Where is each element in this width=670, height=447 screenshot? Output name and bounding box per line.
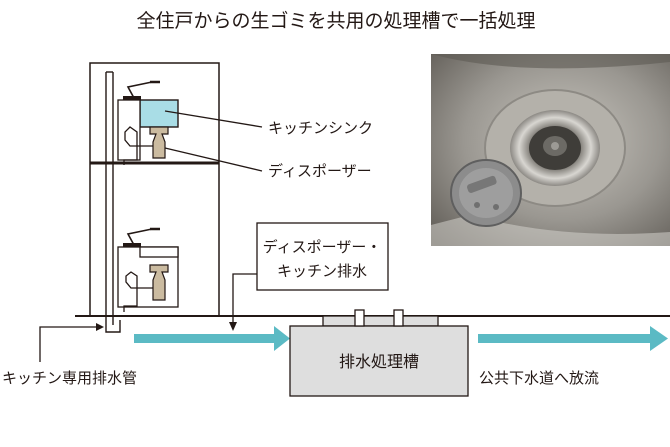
pipe-pointer-arrowhead	[96, 323, 104, 331]
lower-kitchen-unit	[117, 227, 179, 312]
pipe-pointer-line	[39, 326, 100, 362]
drain-callout-line1: ディスポーザー・	[263, 238, 382, 256]
discharge-label: 公共下水道へ放流	[479, 369, 599, 387]
outflow-arrow	[478, 326, 668, 351]
disposer-leader-line	[164, 147, 263, 172]
kitchen-drain-pipe	[105, 72, 121, 333]
drain-callout-box	[256, 222, 389, 291]
disposer-label: ディスポーザー	[268, 162, 372, 180]
drain-callout-line2: キッチン排水	[277, 262, 367, 280]
sink-leader-line	[164, 110, 263, 128]
inflow-arrow	[134, 326, 290, 351]
pipe-label: キッチン専用排水管	[2, 369, 137, 387]
sink-drain-photo	[431, 54, 670, 246]
tank-label: 排水処理槽	[339, 352, 419, 371]
drain-pointer-arrowhead	[229, 322, 237, 331]
treatment-tank	[289, 309, 469, 397]
kitchen-sink-label: キッチンシンク	[268, 119, 373, 137]
upper-kitchen-unit	[117, 80, 179, 165]
diagram-title: 全住戸からの生ゴミを共用の処理槽で一括処理	[136, 10, 535, 32]
drain-pointer-line	[232, 273, 257, 325]
